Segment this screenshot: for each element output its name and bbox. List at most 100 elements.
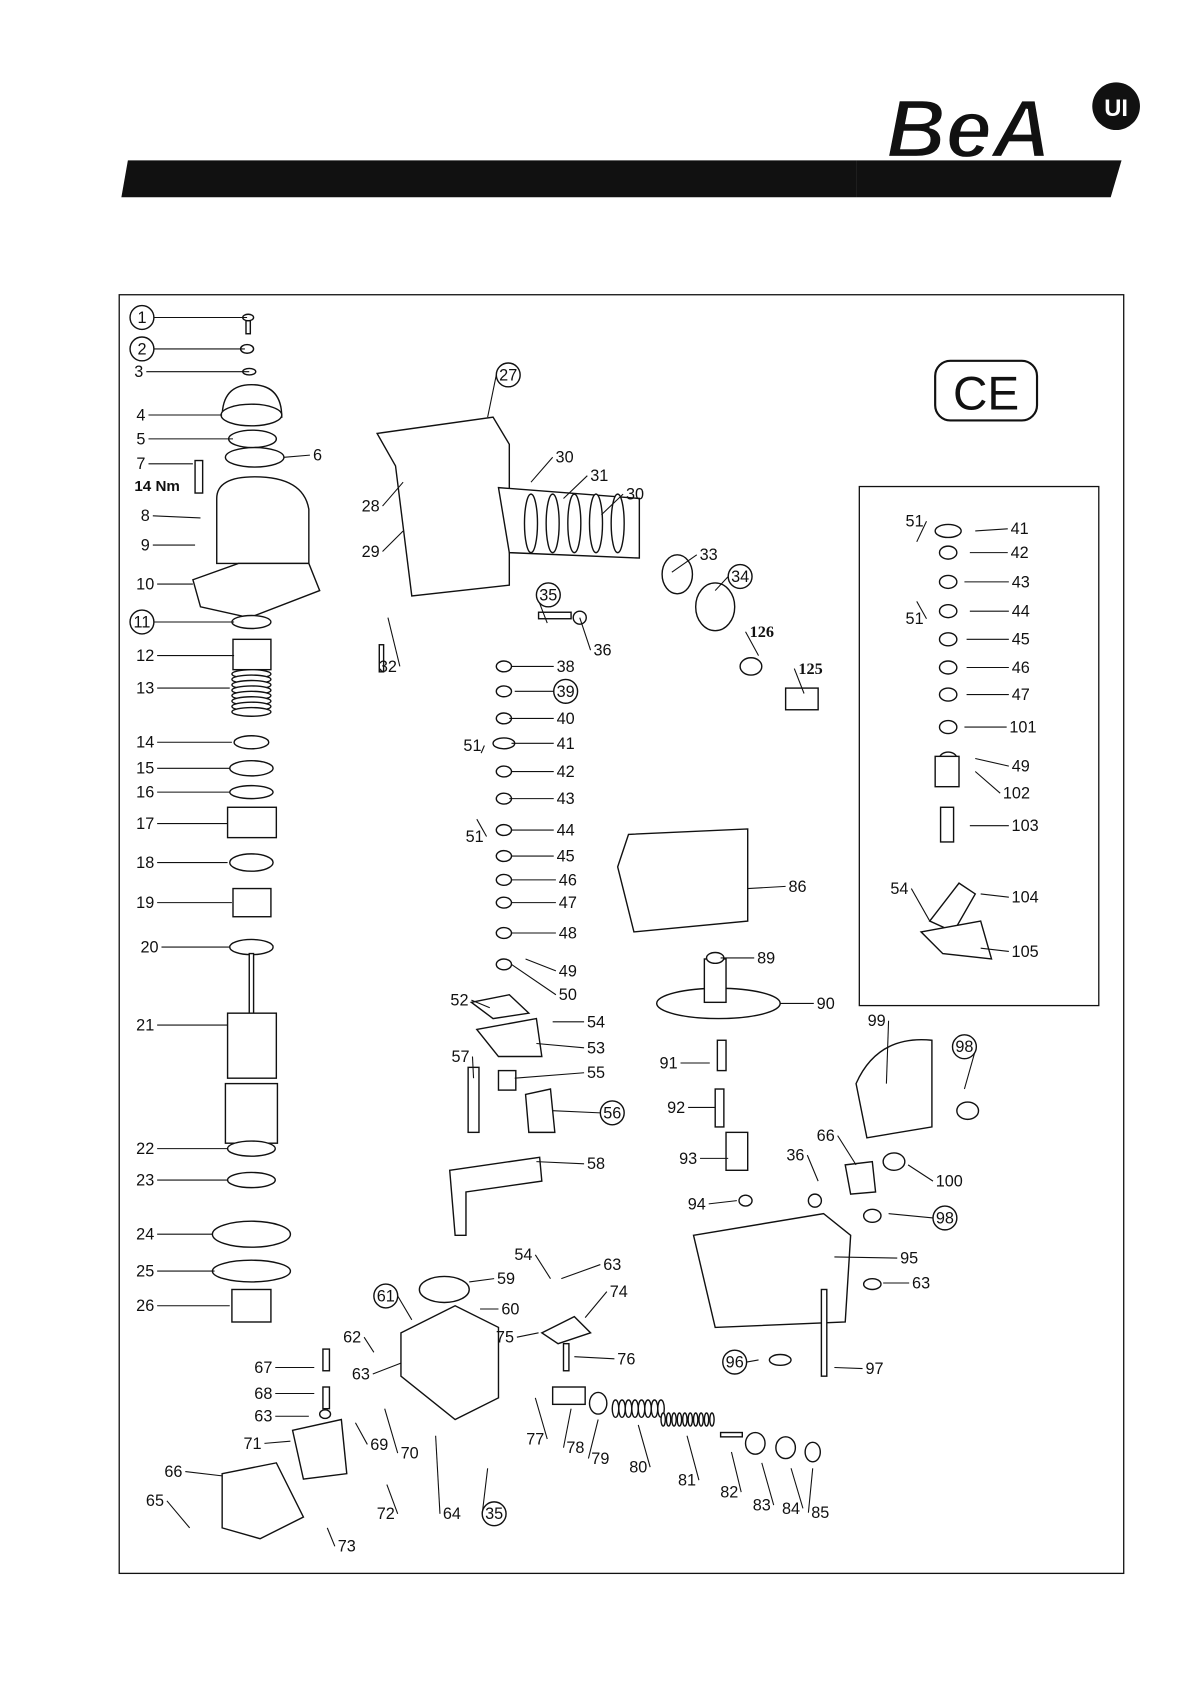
part-number-label: 101	[1009, 719, 1036, 737]
top-cap-base	[220, 403, 283, 427]
part-number-label: 24	[136, 1226, 154, 1244]
part-number-label: 63	[254, 1408, 272, 1426]
spring-coil	[698, 1412, 704, 1427]
leader-line	[264, 1440, 291, 1444]
part-number-label: 8	[141, 507, 150, 525]
leader-line	[975, 528, 1008, 532]
part-number-label: 66	[817, 1127, 835, 1145]
bushing	[231, 614, 272, 630]
valve-part	[938, 603, 958, 619]
leader-line	[382, 530, 404, 552]
valve-disc	[227, 429, 278, 449]
leader-line	[745, 631, 760, 656]
part-number-label: 19	[136, 894, 154, 912]
bea-logo: BeA UI	[885, 82, 1140, 176]
callout-circle	[495, 362, 521, 388]
o-ring	[233, 735, 270, 750]
leader-line	[714, 576, 729, 591]
leader-line	[601, 493, 624, 516]
part-number-label: 54	[890, 880, 908, 898]
leader-line	[975, 757, 1009, 767]
part-number-label: 43	[1012, 573, 1030, 591]
part-number-label: 76	[617, 1350, 635, 1368]
part-number-label: 46	[559, 871, 577, 889]
part-number-label: 41	[557, 735, 575, 753]
part-number-label: 81	[678, 1472, 696, 1490]
spring-coil	[703, 1412, 710, 1427]
valve-part	[495, 712, 513, 725]
washer	[775, 1436, 797, 1460]
part-number-label: 55	[587, 1064, 605, 1082]
leader-line	[514, 1072, 585, 1079]
part-number-label: 22	[136, 1140, 154, 1158]
feeder-pawl	[475, 1017, 543, 1058]
nut	[232, 638, 272, 671]
part-number-label: 30	[556, 449, 574, 467]
pin	[719, 1431, 743, 1438]
part-number-label: 48	[559, 924, 577, 942]
part-number-label: 41	[1011, 520, 1029, 538]
o-ring	[229, 759, 274, 777]
leader-line	[807, 1468, 814, 1513]
callout-circle	[951, 1034, 978, 1060]
o-ring	[229, 784, 274, 800]
leader-line	[480, 745, 485, 754]
fitting	[784, 687, 819, 711]
o-ring	[418, 1275, 470, 1304]
handle-grip	[610, 493, 625, 554]
part-number-label: 95	[900, 1249, 918, 1267]
part-number-label: 49	[1012, 758, 1030, 776]
cylinder	[934, 755, 960, 788]
part-number-label: 70	[401, 1445, 419, 1463]
spring-coil	[676, 1412, 683, 1427]
trigger	[291, 1418, 348, 1480]
o-ring	[661, 554, 694, 595]
callout-circle	[553, 678, 579, 704]
part-number-label: 63	[912, 1274, 930, 1292]
part-number-label: 57	[452, 1048, 470, 1066]
magazine-cover	[616, 828, 749, 933]
leader-line	[974, 771, 1001, 794]
part-number-label: 28	[362, 497, 380, 515]
leader-line	[806, 1154, 819, 1182]
leader-line	[382, 481, 404, 507]
pin	[378, 644, 385, 673]
part-number-label: 2	[137, 340, 146, 358]
valve	[232, 887, 272, 918]
leader-line	[283, 454, 310, 458]
o-ring	[226, 1140, 276, 1157]
cover	[524, 1088, 556, 1134]
leader-line	[746, 1359, 759, 1363]
leader-line	[637, 1424, 651, 1468]
cap	[497, 1069, 517, 1091]
washer	[807, 1193, 823, 1208]
leader-line	[686, 1435, 700, 1481]
leader-line	[980, 947, 1009, 952]
part-number-label: 53	[587, 1039, 605, 1057]
leader-line	[730, 1451, 742, 1493]
part-number-label: 21	[136, 1017, 154, 1035]
part-number-label: 54	[514, 1246, 532, 1264]
part-number-label: 36	[786, 1147, 804, 1165]
part-labels: 1234567891011121314151617181920212223242…	[129, 304, 1039, 1556]
part-number-label: 51	[463, 737, 481, 755]
svg-text:UI: UI	[1104, 95, 1128, 122]
part-number-label: 99	[868, 1012, 886, 1030]
leader-line	[579, 617, 592, 651]
callout-circle	[129, 304, 155, 331]
torque-note: 14 Nm	[134, 478, 180, 495]
trigger-body	[400, 1304, 500, 1421]
leader-line	[747, 885, 786, 890]
seal-ring	[224, 446, 285, 468]
feeder-arm	[448, 1156, 543, 1237]
part-number-label: 54	[587, 1013, 605, 1031]
post	[703, 958, 727, 1004]
o-ring	[229, 938, 274, 956]
cylinder-cap	[216, 476, 310, 565]
part-number-label: 92	[667, 1099, 685, 1117]
leader-line	[761, 1462, 775, 1506]
part-number-label: 29	[362, 543, 380, 561]
part-number-label: 46	[1012, 659, 1030, 677]
part-number-label: 80	[629, 1459, 647, 1477]
spring-coil	[665, 1412, 672, 1427]
